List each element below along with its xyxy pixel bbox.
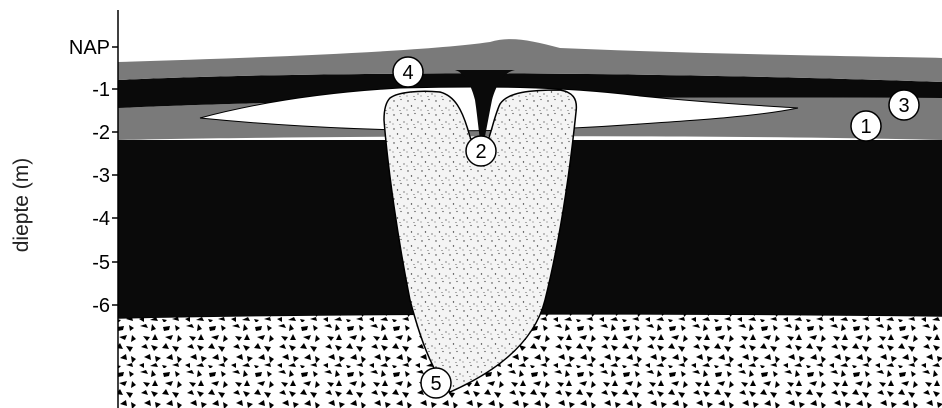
marker-1-label: 1: [860, 116, 871, 138]
marker-4-label: 4: [402, 62, 413, 84]
y-axis-ticks: [112, 47, 118, 305]
marker-2-label: 2: [475, 141, 486, 163]
tick-label-minus-3: -3: [92, 165, 110, 187]
tick-label-minus-4: -4: [92, 208, 110, 230]
tick-label-nap: NAP: [69, 37, 110, 59]
marker-5: 5: [421, 368, 451, 398]
tick-label-minus-1: -1: [92, 79, 110, 101]
marker-3-label: 3: [898, 95, 909, 117]
marker-3: 3: [889, 90, 919, 120]
tick-label-minus-6: -6: [92, 295, 110, 317]
tick-label-minus-2: -2: [92, 122, 110, 144]
marker-4: 4: [393, 57, 423, 87]
marker-5-label: 5: [430, 373, 441, 395]
y-axis-title: diepte (m): [10, 158, 33, 253]
marker-1: 1: [851, 111, 881, 141]
marker-2: 2: [466, 136, 496, 166]
tick-label-minus-5: -5: [92, 252, 110, 274]
